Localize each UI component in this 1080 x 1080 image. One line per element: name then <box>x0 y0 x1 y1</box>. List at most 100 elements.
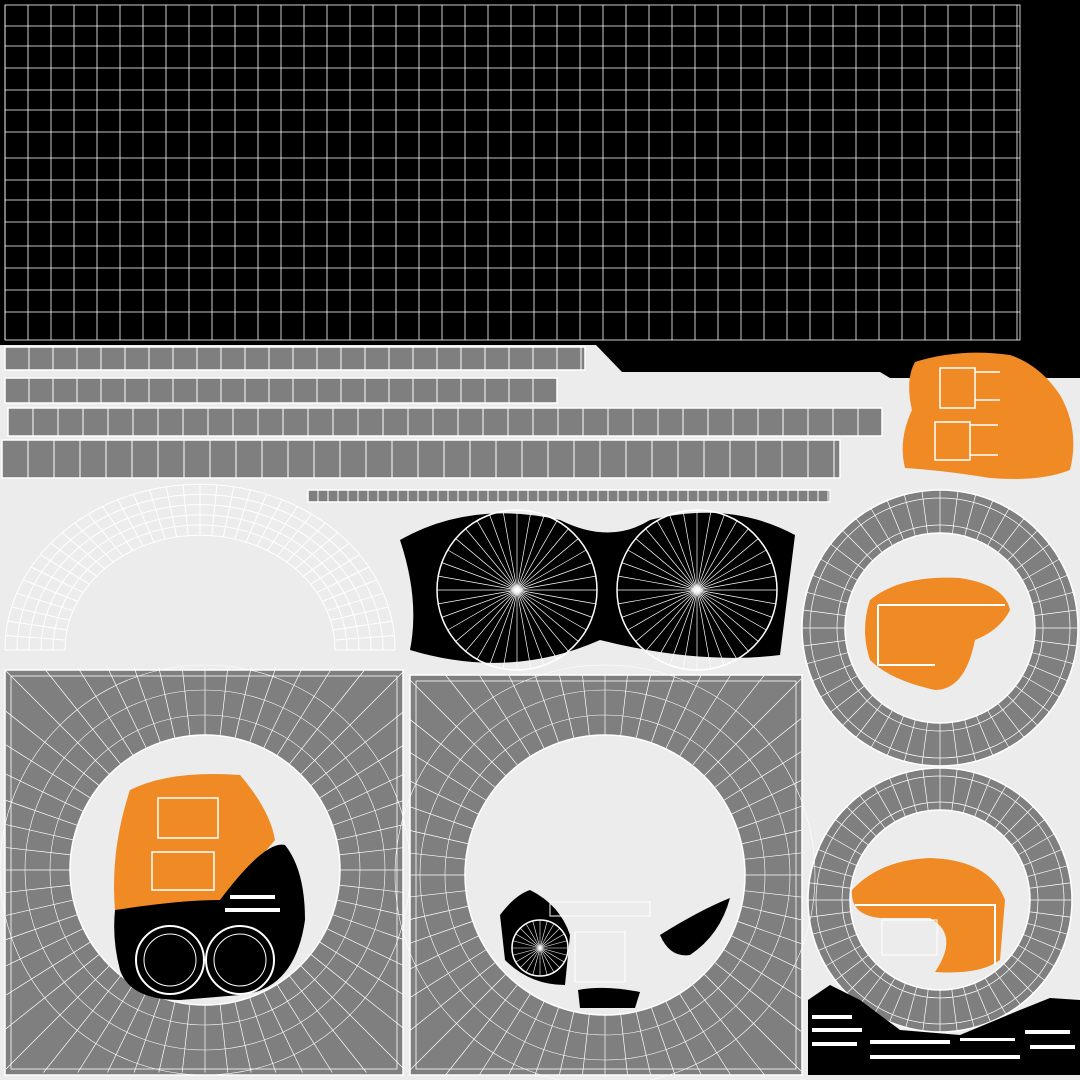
ring-segment <box>842 694 874 726</box>
ring-segment <box>964 494 977 537</box>
wheel-spoke <box>682 589 698 669</box>
wheel-spoke <box>669 589 698 666</box>
wire-mesh <box>574 931 626 983</box>
square-segment <box>133 997 161 1073</box>
ring-segment <box>842 530 874 562</box>
square-segment <box>408 678 507 777</box>
arch-segment <box>277 513 313 557</box>
small-wheel-spoke <box>539 947 568 956</box>
small-wheel-spoke <box>539 947 548 976</box>
square-segment <box>5 847 71 856</box>
ring-segment <box>835 954 869 981</box>
top-grid <box>4 4 1021 341</box>
wheel-spoke <box>696 589 767 631</box>
wheel-spoke <box>645 528 698 591</box>
wire-mesh <box>549 901 651 917</box>
ring-segment <box>905 986 918 1028</box>
ring-segment <box>962 772 975 814</box>
square-segment <box>276 667 333 756</box>
small-wheel <box>205 925 275 995</box>
square-segment <box>650 1007 676 1076</box>
wheel-spoke <box>635 538 698 591</box>
square-segment <box>620 674 628 736</box>
strip <box>307 489 831 503</box>
ring-segment <box>1034 609 1077 616</box>
wheel-spoke <box>696 589 738 660</box>
arch-segment <box>334 635 395 641</box>
ring-segment <box>855 518 883 553</box>
wheel-spoke <box>682 511 698 591</box>
square-segment <box>408 905 469 921</box>
square-segment <box>43 667 122 765</box>
top-black-region <box>0 0 1080 378</box>
wheel-spoke <box>621 562 698 591</box>
ring-segment <box>859 971 886 1005</box>
ring-segment <box>1003 806 1034 837</box>
square-segment <box>219 1004 229 1073</box>
black-patch-right-3 <box>578 987 640 1008</box>
arch-segment <box>326 592 384 612</box>
ring-segment <box>820 675 858 698</box>
wheel-spoke <box>618 589 698 605</box>
square-segment <box>408 973 507 1072</box>
ring-segment <box>846 806 877 837</box>
ring-segment <box>952 491 959 534</box>
square-segment <box>723 751 802 801</box>
ring-segment <box>806 591 849 604</box>
wheel-spoke <box>455 538 518 591</box>
ring-segment <box>1022 558 1060 581</box>
arch-segment <box>61 532 105 570</box>
ring-segment <box>997 518 1025 553</box>
wheel-spoke <box>447 589 518 631</box>
square-segment <box>300 670 405 775</box>
arch-segment <box>303 542 350 577</box>
ring-segment <box>1006 530 1038 562</box>
wheel-spoke <box>618 575 698 591</box>
square-segment <box>679 674 731 757</box>
small-wheel-spoke <box>539 933 565 949</box>
square-segment <box>408 962 496 1032</box>
wheel-spoke <box>516 589 545 666</box>
small-wheel-spoke <box>539 940 568 949</box>
wheel-spoke <box>696 538 759 591</box>
square-segment <box>703 678 802 777</box>
square-segment <box>408 935 480 970</box>
square-segment <box>5 773 84 812</box>
square-loop <box>24 689 386 1051</box>
wheel-spoke <box>455 589 518 642</box>
wire-strip <box>230 895 275 899</box>
wheel-spoke <box>489 514 518 591</box>
arch-segment <box>310 554 360 585</box>
square-segment <box>288 975 367 1073</box>
square-segment <box>249 997 277 1073</box>
ring-segment <box>1022 675 1060 698</box>
wheel-spoke <box>696 511 712 591</box>
square-segment <box>744 852 802 860</box>
square-segment <box>319 744 405 799</box>
square-segment <box>741 905 802 921</box>
square-segment <box>665 674 702 750</box>
square-segment <box>5 914 78 940</box>
ring-segment <box>1006 694 1038 726</box>
ring-segment <box>806 652 849 665</box>
ring-segment <box>870 710 893 748</box>
wheel-spoke <box>516 520 558 591</box>
ring-segment <box>817 849 857 866</box>
square-segment <box>5 670 110 775</box>
arch-segment <box>316 566 370 593</box>
square-island <box>0 664 411 1076</box>
square-hole <box>464 734 746 1016</box>
scraps-wire <box>812 1015 1075 1059</box>
square-segment <box>339 884 405 893</box>
square-segment <box>479 674 531 757</box>
ring-segment <box>825 833 863 856</box>
wire-mesh <box>157 797 219 839</box>
ring-segment <box>830 543 865 571</box>
ring-segment <box>812 922 854 935</box>
small-wheel-spoke <box>525 947 541 973</box>
square-inner <box>10 675 398 1070</box>
ring-segment <box>997 703 1025 738</box>
small-wheel-spoke <box>512 947 541 956</box>
square-segment <box>5 744 91 799</box>
scraps <box>808 985 1080 1075</box>
